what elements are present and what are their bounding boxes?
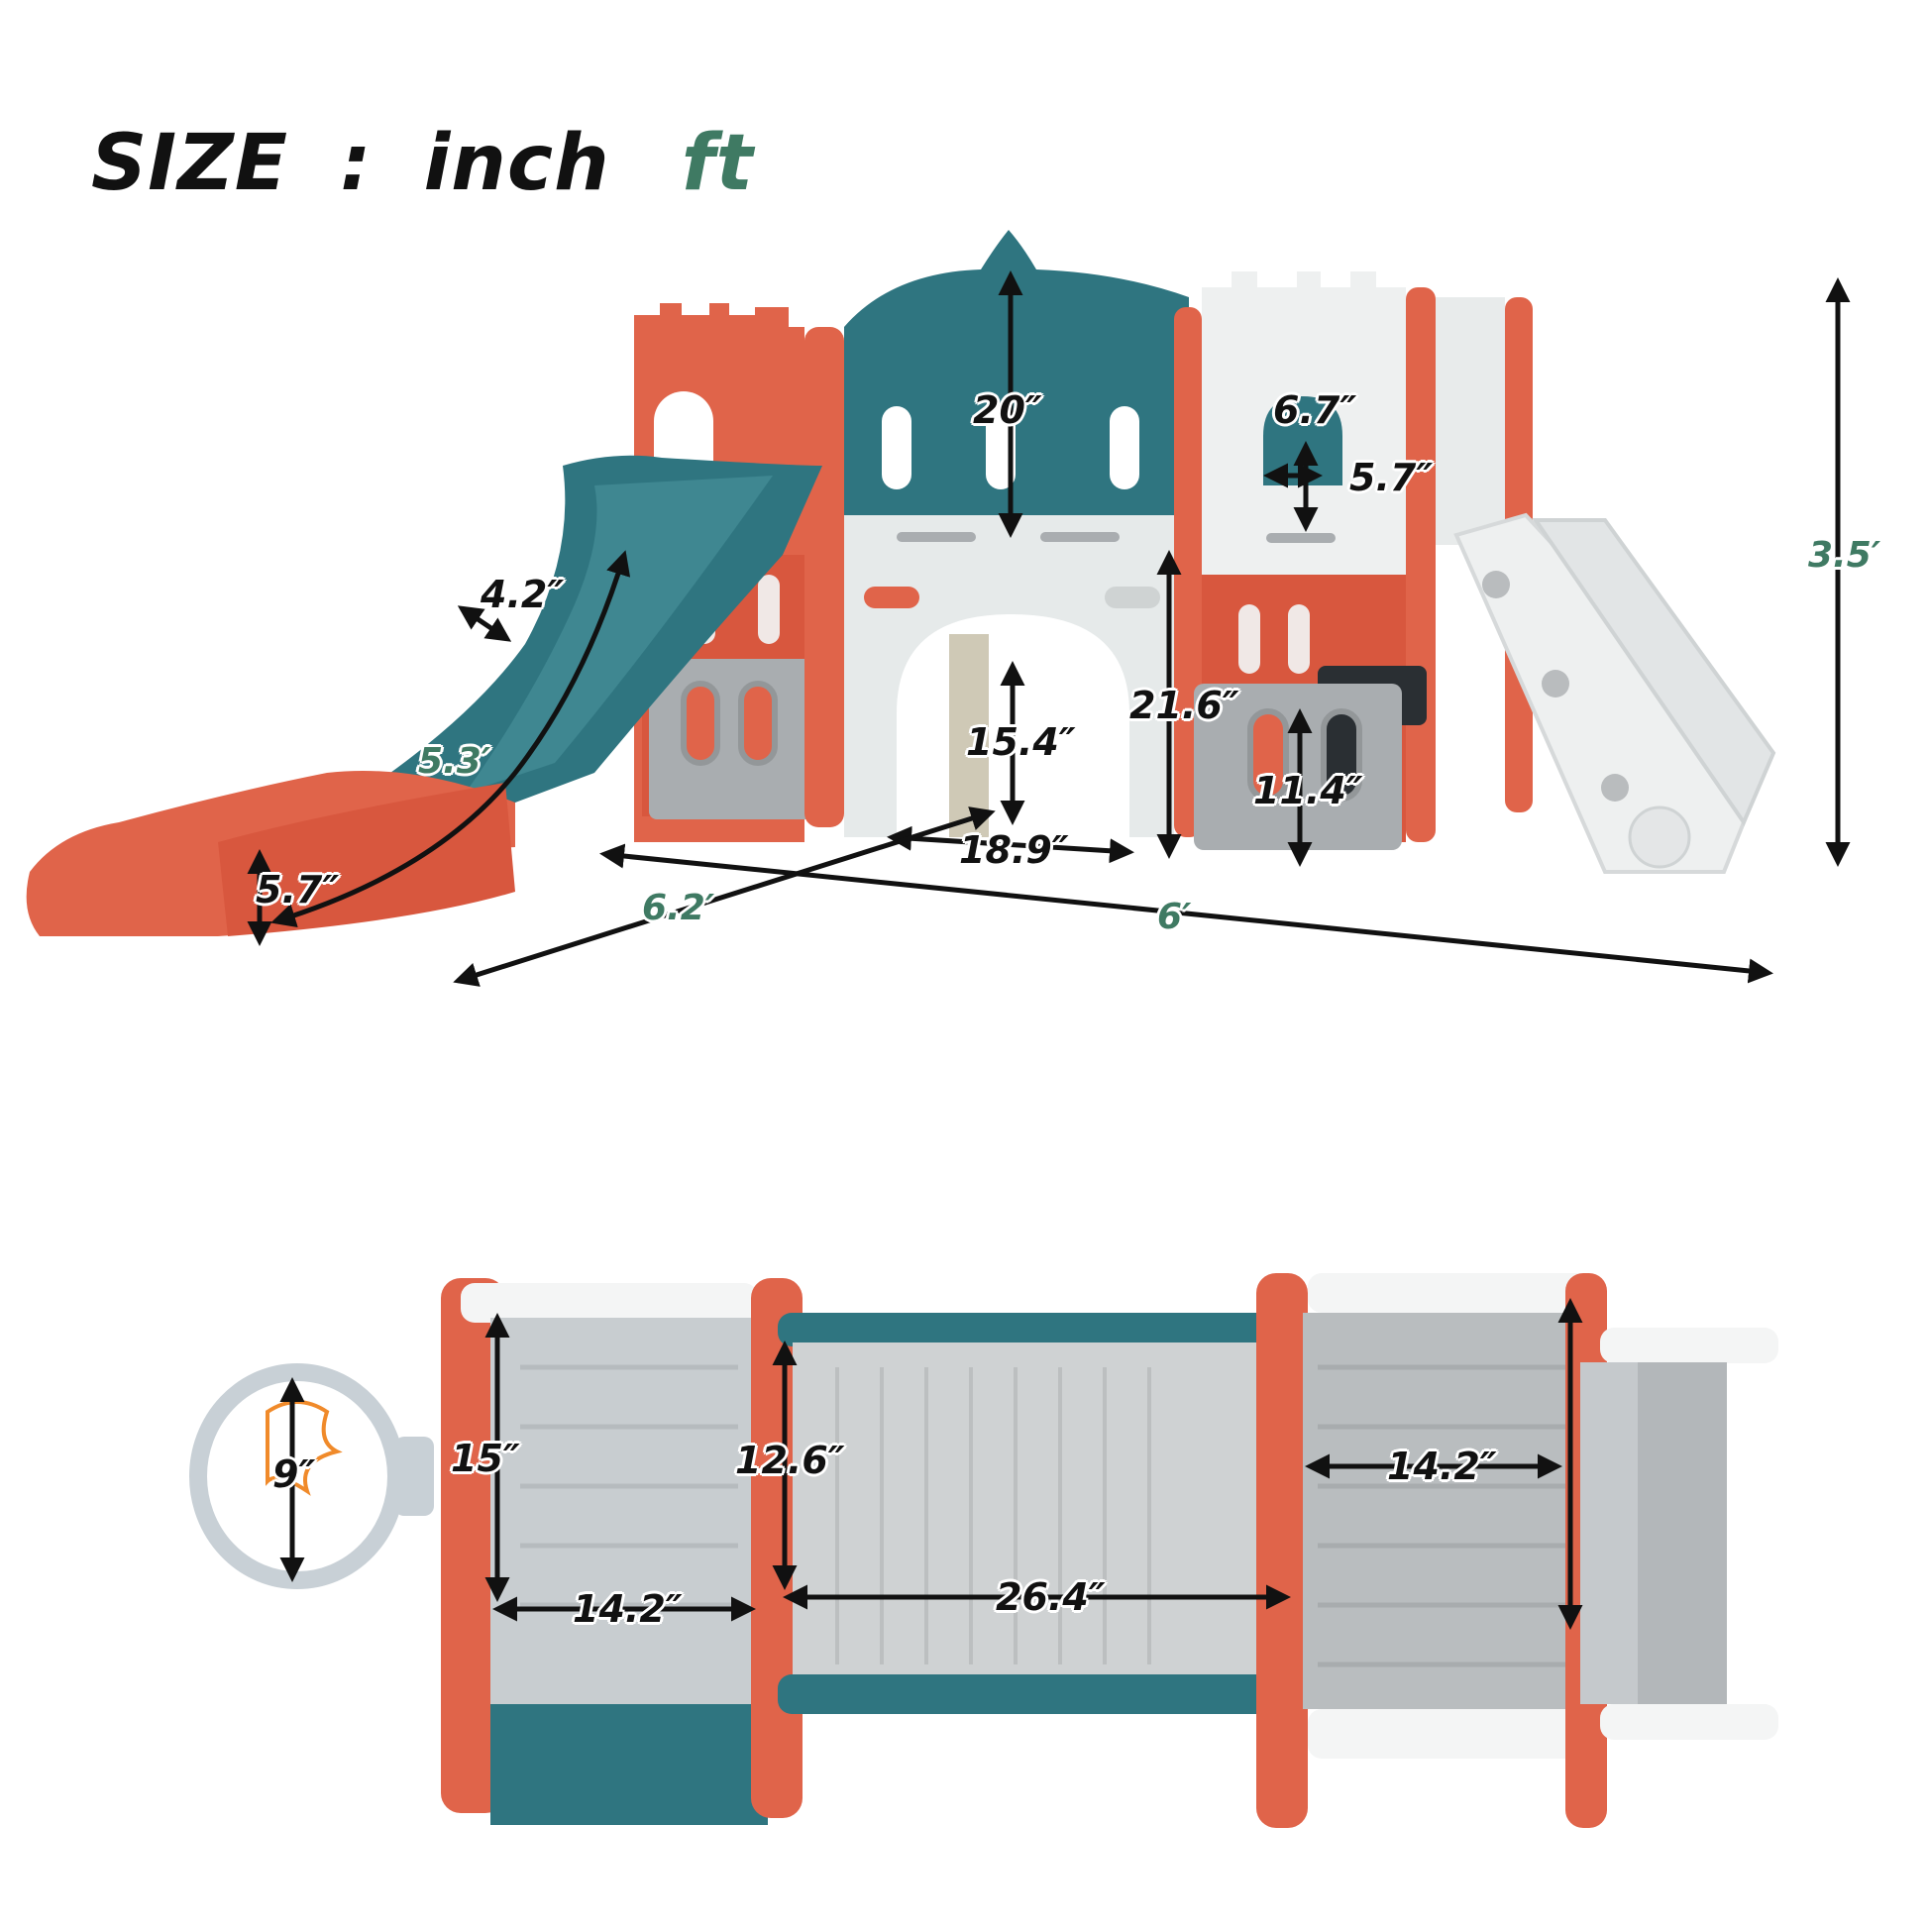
size-title: SIZE : inch ft bbox=[91, 119, 754, 208]
dim-left-room-width: 14.2″ bbox=[573, 1587, 683, 1631]
dim-tunnel-length: 26.4″ bbox=[996, 1575, 1106, 1619]
basketball-hoop bbox=[189, 1363, 434, 1589]
dim-window-height: 6.7″ bbox=[1273, 388, 1357, 432]
dim-hoop-diameter: 9″ bbox=[272, 1452, 316, 1496]
dim-tunnel-depth: 12.6″ bbox=[735, 1439, 845, 1482]
size-label: SIZE bbox=[91, 119, 289, 208]
dim-gate-panel-height: 11.4″ bbox=[1253, 769, 1363, 812]
dim-slide-length: 5.3′ bbox=[418, 741, 491, 782]
dim-left-room-depth: 15″ bbox=[451, 1437, 520, 1480]
ladder-step bbox=[1580, 1362, 1638, 1704]
dim-slide-end-height: 5.7″ bbox=[256, 868, 340, 912]
front-view bbox=[26, 230, 1851, 987]
dim-tower-wall-height: 20″ bbox=[973, 388, 1042, 432]
dim-overall-height: 3.5′ bbox=[1808, 535, 1881, 576]
unit-ft: ft bbox=[681, 119, 754, 208]
dim-tunnel-height: 15.4″ bbox=[966, 720, 1076, 764]
dim-tunnel-width: 18.9″ bbox=[959, 828, 1069, 872]
top-dimension-arrows bbox=[279, 1298, 1583, 1630]
slide-top bbox=[490, 1704, 768, 1825]
unit-inch: inch bbox=[423, 119, 610, 208]
dim-platform-height: 21.6″ bbox=[1129, 684, 1239, 727]
ladder bbox=[1453, 512, 1776, 874]
right-room-floor bbox=[1303, 1313, 1590, 1709]
top-view bbox=[189, 1273, 1778, 1828]
front-dimension-arrows bbox=[247, 270, 1851, 987]
tunnel-roof bbox=[793, 1342, 1293, 1679]
arch-tunnel-panel bbox=[844, 515, 1174, 837]
dim-slide-channel-width: 4.2″ bbox=[481, 573, 565, 616]
dim-window-width: 5.7″ bbox=[1349, 456, 1434, 499]
dim-right-room-width: 14.2″ bbox=[1387, 1445, 1497, 1488]
dim-overall-width: 6′ bbox=[1157, 897, 1192, 937]
separator: : bbox=[340, 119, 373, 208]
left-gate-panel bbox=[649, 659, 817, 819]
dim-depth: 6.2′ bbox=[642, 888, 715, 928]
